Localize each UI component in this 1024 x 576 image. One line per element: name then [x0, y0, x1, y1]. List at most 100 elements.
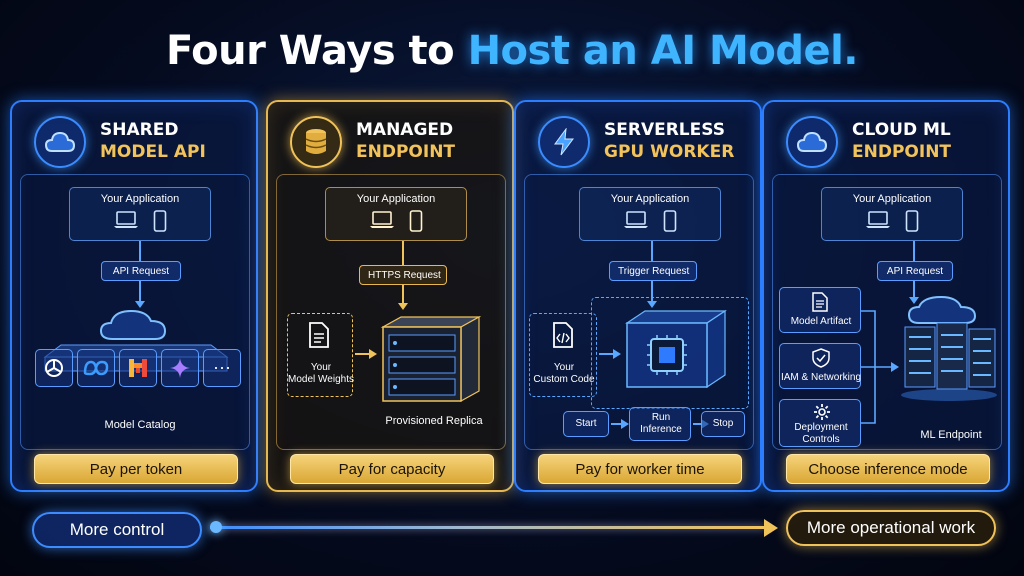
deploy-label-2: Controls: [802, 434, 840, 445]
model-weights-box: Your Model Weights: [287, 313, 354, 397]
pay-per-token-button: Pay per token: [34, 454, 238, 484]
api-request-label: API Request: [101, 261, 181, 281]
panel-heading-1: SERVERLESS: [604, 120, 725, 140]
panel-managed-endpoint: MANAGED ENDPOINT Your Application HTTPS …: [266, 100, 514, 492]
title-part-1: Four Ways to: [165, 28, 468, 74]
app-label: Your Application: [100, 193, 180, 205]
code-label-2: Custom Code: [533, 374, 595, 385]
laptop-icon: [866, 211, 890, 228]
lightning-icon: [538, 116, 590, 168]
deployment-controls-box: Deployment Controls: [779, 399, 861, 447]
mistral-logo-icon: [119, 349, 157, 387]
cloud-icon: [34, 116, 86, 168]
app-label: Your Application: [852, 193, 932, 205]
connector-line: [913, 241, 915, 261]
connector-line: [651, 281, 653, 303]
your-application-box: Your Application: [821, 187, 963, 241]
panel-heading-2: ENDPOINT: [852, 142, 952, 162]
phone-icon: [905, 210, 919, 232]
trigger-request-label: Trigger Request: [609, 261, 697, 281]
server-icon: [380, 315, 482, 403]
panel-heading-1: CLOUD ML: [852, 120, 951, 140]
arrow-down-icon: [647, 301, 657, 308]
iam-networking-box: IAM & Networking: [779, 343, 861, 389]
ml-endpoint-server-icon: [901, 295, 997, 401]
model-catalog-label: Model Catalog: [104, 419, 176, 431]
arrow-right-icon: [611, 419, 629, 429]
run-label-2: Inference: [640, 424, 682, 435]
provisioned-replica-label: Provisioned Replica: [385, 415, 483, 427]
panel-cloud-ml-endpoint: CLOUD ML ENDPOINT Your Application API R…: [762, 100, 1010, 492]
code-file-icon: [553, 322, 573, 348]
database-icon: [290, 116, 342, 168]
gpu-chip-icon: [625, 309, 727, 389]
your-application-box: Your Application: [69, 187, 211, 241]
panel-heading-1: SHARED: [100, 120, 179, 140]
meta-logo-icon: [77, 349, 115, 387]
phone-icon: [663, 210, 677, 232]
app-label: Your Application: [610, 193, 690, 205]
connector-line: [913, 281, 915, 299]
laptop-icon: [624, 211, 648, 228]
spectrum-start-dot: [210, 521, 222, 533]
pay-for-worker-time-button: Pay for worker time: [538, 454, 742, 484]
run-inference-step: Run Inference: [629, 407, 691, 441]
more-dots-icon: ···: [203, 349, 241, 387]
stop-step: Stop: [701, 411, 745, 437]
code-label-1: Your: [553, 362, 575, 373]
arrow-down-icon: [135, 301, 145, 308]
connector-line: [139, 281, 141, 303]
your-application-box: Your Application: [579, 187, 721, 241]
arrow-down-icon: [398, 303, 408, 310]
arrow-right-icon: [764, 519, 778, 537]
arrow-down-icon: [909, 297, 919, 304]
connector-line: [651, 241, 653, 261]
custom-code-box: Your Custom Code: [529, 313, 597, 397]
document-icon: [812, 292, 828, 312]
spectrum-arrow: [210, 526, 766, 529]
your-application-box: Your Application: [325, 187, 467, 241]
start-step: Start: [563, 411, 609, 437]
connector-line: [139, 241, 141, 261]
more-control-label: More control: [32, 512, 202, 548]
panel-serverless-gpu-worker: SERVERLESS GPU WORKER Your Application T…: [514, 100, 762, 492]
panel-heading-2: ENDPOINT: [356, 142, 456, 162]
gear-icon: [814, 404, 830, 420]
title-part-2: Host an AI Model.: [467, 28, 859, 74]
iam-label: IAM & Networking: [780, 372, 862, 383]
more-operational-work-label: More operational work: [786, 510, 996, 546]
diagram-area: Your Application HTTPS Request Your Mode…: [276, 174, 506, 450]
panel-shared-model-api: SHARED MODEL API Your Application API Re…: [10, 100, 258, 492]
connector-line: [402, 285, 404, 305]
weights-label-2: Model Weights: [288, 374, 354, 385]
panel-heading-1: MANAGED: [356, 120, 454, 140]
model-artifact-box: Model Artifact: [779, 287, 861, 333]
diagram-area: Your Application API Request Model Artif…: [772, 174, 1002, 450]
arrow-right-icon: [599, 349, 621, 359]
artifact-label: Model Artifact: [790, 316, 852, 327]
sparkle-icon: [161, 349, 199, 387]
pay-for-capacity-button: Pay for capacity: [290, 454, 494, 484]
document-icon: [309, 322, 329, 348]
app-label: Your Application: [356, 193, 436, 205]
ml-endpoint-label: ML Endpoint: [920, 429, 982, 441]
choose-inference-mode-button: Choose inference mode: [786, 454, 990, 484]
page-title: Four Ways to Host an AI Model.: [0, 28, 1024, 74]
panel-heading-2: GPU WORKER: [604, 142, 735, 162]
model-icon-row: ···: [35, 349, 241, 389]
phone-icon: [153, 210, 167, 232]
laptop-icon: [370, 211, 394, 228]
laptop-icon: [114, 211, 138, 228]
panel-heading-2: MODEL API: [100, 142, 206, 162]
cloud-icon: [786, 116, 838, 168]
connector-line: [402, 241, 404, 265]
api-request-label: API Request: [877, 261, 953, 281]
phone-icon: [409, 210, 423, 232]
diagram-area: Your Application Trigger Request Your Cu…: [524, 174, 754, 450]
connector-lines: [861, 310, 899, 424]
diagram-area: Your Application API Request: [20, 174, 250, 450]
https-request-label: HTTPS Request: [359, 265, 447, 285]
shield-icon: [812, 348, 830, 368]
openai-logo-icon: [35, 349, 73, 387]
arrow-right-icon: [355, 349, 377, 359]
